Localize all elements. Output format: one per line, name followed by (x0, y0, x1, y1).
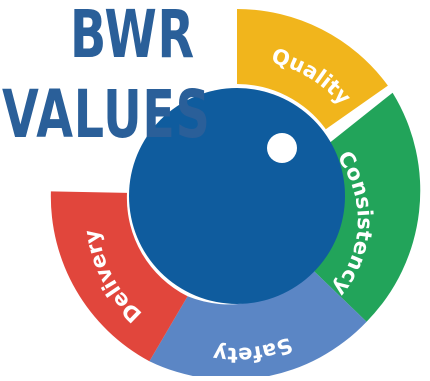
segment-quality (237, 9, 388, 130)
title-line-1: BWR (70, 0, 195, 73)
segment-consistency (310, 92, 421, 322)
segment-delivery (50, 191, 188, 362)
segment-safety (149, 268, 367, 380)
highlight-circle (267, 133, 297, 163)
value-segments (50, 9, 421, 380)
title-line-2: VALUES (2, 76, 211, 153)
